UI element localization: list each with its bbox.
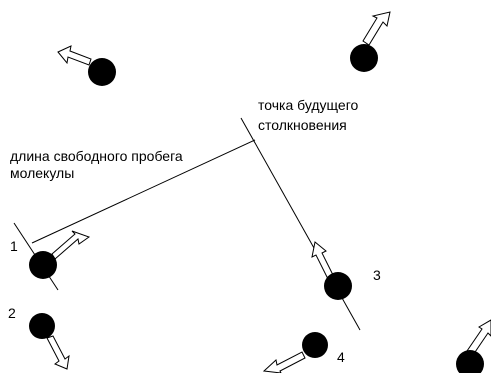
free-path-line (31, 139, 256, 244)
free-path-label-line-1: длина свободного пробега (10, 148, 183, 164)
velocity-arrow-3 (311, 241, 335, 280)
molecule-3 (324, 272, 352, 300)
collision-point-label-line-1: точка будущего (258, 97, 358, 113)
free-path-label: длина свободного пробега молекулы (10, 148, 187, 181)
velocity-arrow-top-left (57, 45, 92, 66)
collision-point-label-line-2: столкновения (258, 117, 347, 133)
molecule-bottom-right (456, 350, 484, 373)
velocity-arrow-4 (262, 351, 306, 373)
velocity-arrow-2 (46, 335, 70, 370)
molecule-2-label: 2 (8, 305, 16, 321)
molecule-2 (29, 313, 55, 339)
velocity-arrow-1 (51, 230, 91, 260)
molecule-4-label: 4 (337, 349, 345, 365)
free-path-label-line-2: молекулы (10, 165, 74, 181)
molecule-4 (302, 332, 328, 358)
velocity-arrow-top-right (362, 11, 391, 46)
molecule-top-right (350, 44, 378, 72)
molecule-1-label: 1 (10, 238, 18, 254)
molecule-3-label: 3 (373, 267, 381, 283)
molecule-1 (29, 251, 57, 279)
molecule-top-left (88, 58, 116, 86)
velocity-arrow-bottom-right (466, 319, 491, 356)
collision-point-label: точка будущего столкновения (258, 97, 362, 133)
